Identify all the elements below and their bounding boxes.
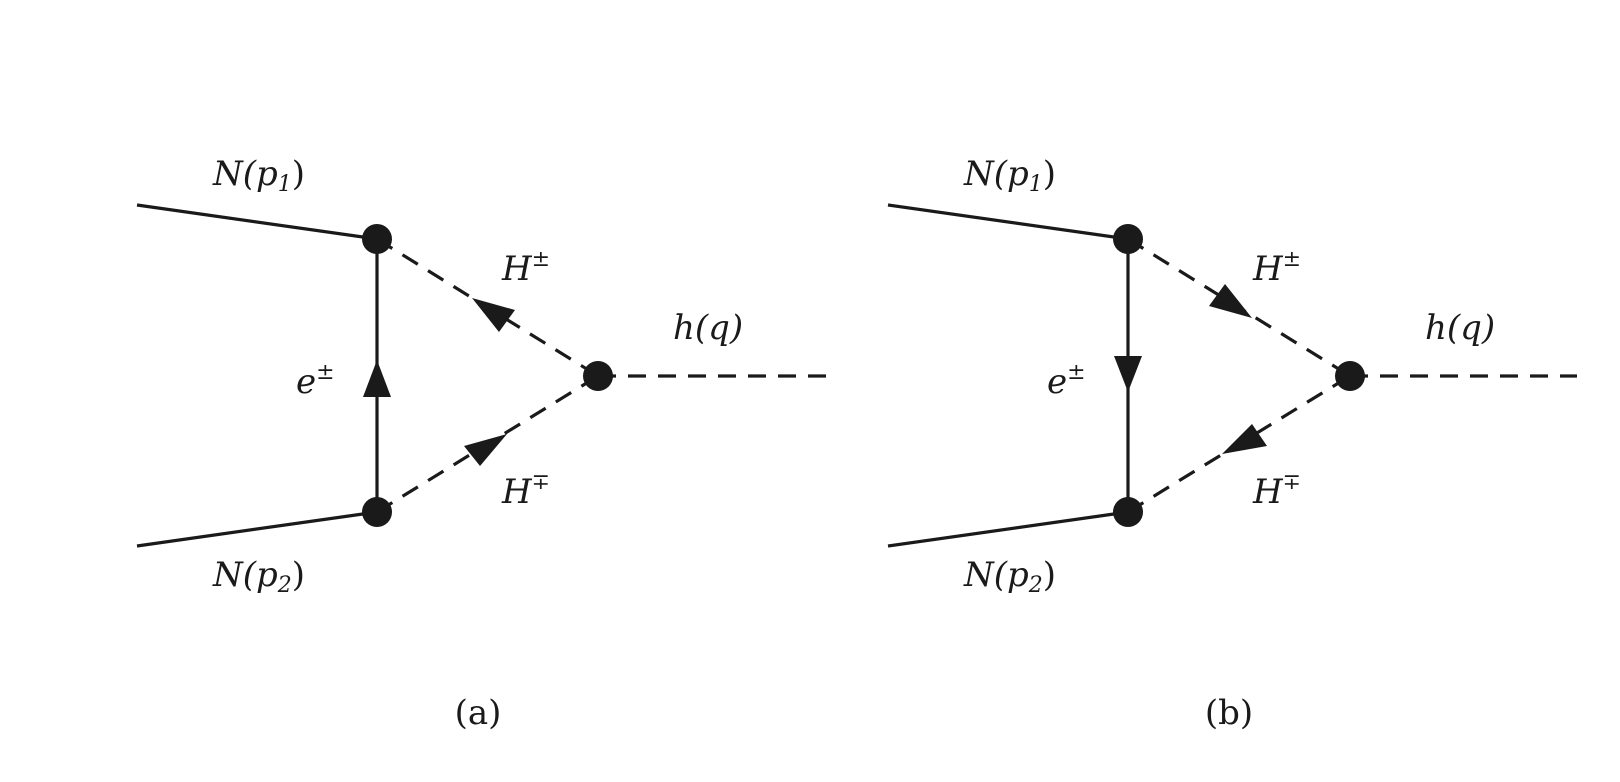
vertex-bottom	[362, 497, 392, 527]
label-charged-higgs-lower: H∓	[501, 470, 550, 512]
incoming-nucleon-top-line	[136, 203, 378, 241]
label-higgs: h(q)	[673, 308, 743, 348]
label-charged-higgs-upper: H±	[1252, 247, 1301, 289]
label-higgs: h(q)	[1425, 308, 1495, 348]
label-nucleon-bottom: N(p2)	[963, 555, 1056, 598]
vertex-top	[362, 224, 392, 254]
charged-higgs-lower-arrow-icon	[1222, 424, 1267, 454]
label-electron: e±	[1047, 360, 1086, 402]
charged-higgs-lower-arrow-icon	[464, 434, 507, 466]
incoming-nucleon-bottom-line	[136, 510, 378, 548]
label-charged-higgs-upper: H±	[501, 247, 550, 289]
electron-arrow-up-icon	[363, 360, 391, 397]
vertex-top	[1113, 224, 1143, 254]
caption-b: (b)	[1205, 693, 1253, 733]
incoming-nucleon-bottom-line	[887, 510, 1129, 548]
label-nucleon-top: N(p1)	[963, 154, 1056, 197]
diagram-a: N(p1) N(p2) H± H∓ e± h(q) (a)	[136, 154, 826, 733]
vertex-right	[1335, 361, 1365, 391]
vertex-bottom	[1113, 497, 1143, 527]
incoming-nucleon-top-line	[887, 203, 1129, 241]
charged-higgs-upper-arrow-icon	[1209, 284, 1252, 318]
charged-higgs-upper-arrow-icon	[472, 298, 515, 332]
diagram-b: N(p1) N(p2) H± H∓ e± h(q) (b)	[887, 154, 1577, 733]
label-nucleon-top: N(p1)	[212, 154, 305, 197]
electron-arrow-down-icon	[1114, 356, 1142, 392]
caption-a: (a)	[455, 693, 502, 733]
label-charged-higgs-lower: H∓	[1252, 470, 1301, 512]
label-electron: e±	[296, 360, 335, 402]
label-nucleon-bottom: N(p2)	[212, 555, 305, 598]
vertex-right	[583, 361, 613, 391]
